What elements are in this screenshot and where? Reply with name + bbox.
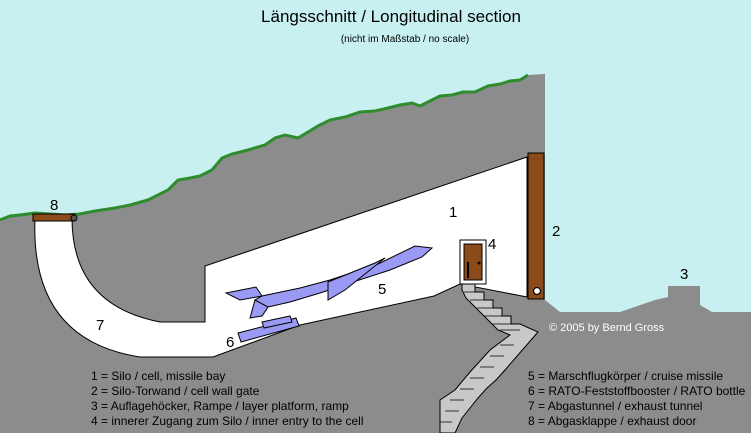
- label-2: 2: [552, 223, 560, 240]
- missile-wing: [327, 257, 386, 301]
- exhaust-door-hinge: [70, 214, 78, 222]
- legend-item: 2 = Silo-Torwand / cell wall gate: [91, 384, 260, 398]
- label-1: 1: [449, 204, 457, 221]
- exhaust-door: [32, 213, 76, 222]
- label-8: 8: [50, 197, 58, 214]
- door-handle: [467, 262, 469, 278]
- label-6: 6: [226, 334, 234, 351]
- copyright: © 2005 by Bernd Gross: [549, 322, 665, 334]
- cell-wall-gate: [527, 152, 545, 300]
- legend-item: 5 = Marschflugkörper / cruise missile: [528, 369, 723, 383]
- legend-item: 3 = Auflagehöcker, Rampe / layer platfor…: [91, 399, 349, 413]
- legend-item: 1 = Silo / cell, missile bay: [91, 369, 225, 383]
- legend-item: 6 = RATO-Feststoffbooster / RATO bottle: [528, 384, 746, 398]
- legend-right: 5 = Marschflugkörper / cruise missile 6 …: [528, 369, 746, 428]
- gate-hinge: [532, 286, 542, 296]
- label-4: 4: [488, 236, 496, 253]
- silo-cell: [34, 156, 528, 358]
- stairs-treads: [440, 291, 520, 423]
- missile-lower-fin: [249, 299, 269, 319]
- diagram-title: Längsschnitt / Longitudinal section: [261, 7, 521, 26]
- stairs: [439, 283, 539, 433]
- legend-item: 4 = innerer Zugang zum Silo / inner entr…: [91, 414, 363, 428]
- diagram-subtitle: (nicht im Maßstab / no scale): [341, 34, 469, 45]
- label-5: 5: [378, 281, 386, 298]
- missile-tail-fin: [224, 286, 263, 301]
- legend-item: 8 = Abgasklappe / exhaust door: [528, 414, 696, 428]
- label-7: 7: [96, 317, 104, 334]
- rato-mount: [261, 315, 293, 329]
- legend-item: 7 = Abgastunnel / exhaust tunnel: [528, 399, 702, 413]
- legend-left: 1 = Silo / cell, missile bay 2 = Silo-To…: [91, 369, 363, 428]
- label-3: 3: [680, 266, 688, 283]
- grass-line: [0, 73, 529, 222]
- door-knob: [477, 261, 481, 265]
